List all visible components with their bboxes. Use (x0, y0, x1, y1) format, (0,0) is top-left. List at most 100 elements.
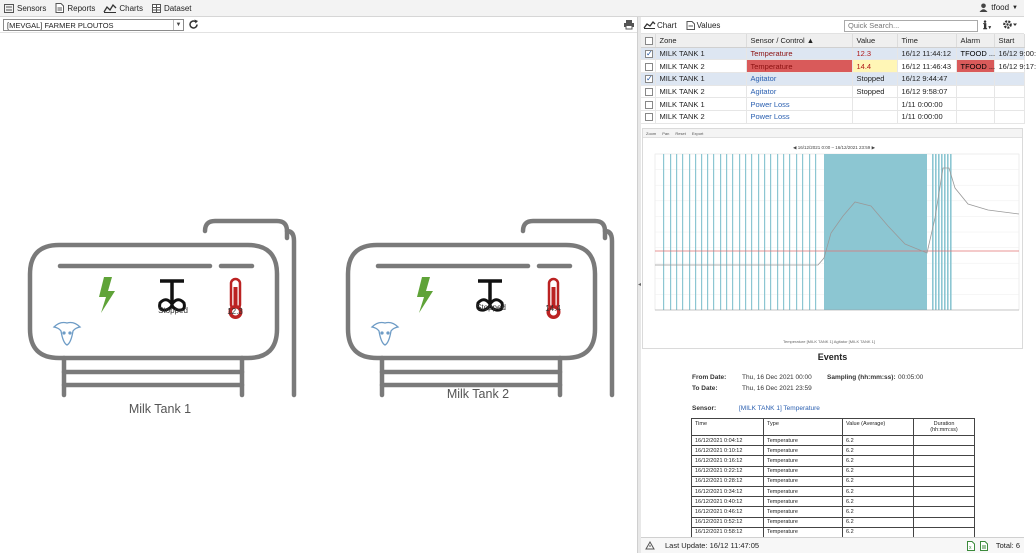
table-cell: 6.2 (842, 506, 914, 518)
column-header[interactable]: Time (897, 34, 957, 48)
menu-dataset[interactable]: Dataset (151, 3, 192, 13)
values-icon (686, 20, 695, 30)
row-checkbox-cell[interactable] (641, 110, 656, 124)
sensor-cell[interactable]: Power Loss (746, 97, 853, 111)
checkbox[interactable] (645, 113, 653, 122)
table-cell (913, 455, 975, 467)
table-cell: 16/12/2021 0:28:12 (691, 475, 764, 487)
agitator-bar (809, 154, 811, 310)
row-checkbox-cell[interactable] (641, 59, 656, 73)
checkbox[interactable] (645, 49, 653, 58)
column-header[interactable]: Sensor / Control ▲ (746, 34, 853, 48)
column-header[interactable]: Start (994, 34, 1025, 48)
sensor-cell[interactable]: Agitator (746, 72, 853, 86)
chart-button[interactable]: Chart (643, 21, 677, 30)
zone-cell: MILK TANK 1 (655, 47, 747, 61)
row-checkbox-cell[interactable] (641, 85, 656, 99)
table-cell: Temperature (763, 526, 843, 538)
tank-2-agitator-status: Stopped (476, 303, 506, 312)
agitator-bar (941, 154, 943, 310)
column-header[interactable]: Value (852, 34, 898, 48)
sensor-cell[interactable]: Temperature (746, 47, 853, 61)
pane-splitter[interactable]: ◀ (637, 17, 643, 553)
chart-date-range[interactable]: ◀ 16/12/2021 0:00 – 16/12/2021 23:59 ▶ (793, 145, 875, 151)
table-cell (913, 506, 975, 518)
events-report: Events From Date: Thu, 16 Dec 2021 00:00… (641, 349, 1024, 538)
agitator-bar (938, 154, 940, 310)
table-cell: 6.2 (842, 475, 914, 487)
chart-tool-zoom[interactable]: Zoom (646, 130, 657, 136)
site-select[interactable]: [MEVGAL] FARMER PLOUTOS ▼ (3, 19, 184, 31)
table-cell: Temperature (763, 485, 843, 498)
table-row[interactable]: MILK TANK 1 Power Loss 1/11 0:00:00 (641, 97, 1025, 111)
row-checkbox-cell[interactable] (641, 47, 656, 61)
table-row[interactable]: MILK TANK 1 Agitator Stopped 16/12 9:44:… (641, 72, 1025, 86)
table-cell: Temperature (763, 475, 843, 487)
cow-logo-icon (370, 321, 400, 346)
sensor-link[interactable]: [MILK TANK 1] Temperature (739, 405, 820, 412)
collapse-arrow-icon[interactable]: ◀ (638, 281, 643, 288)
table-cell: 6.2 (842, 485, 914, 498)
events-title: Events (817, 352, 848, 362)
table-row[interactable]: MILK TANK 1 Temperature 12.3 16/12 11:44… (641, 47, 1036, 61)
table-row[interactable]: MILK TANK 2 Agitator Stopped 16/12 9:58:… (641, 85, 1025, 99)
chart-plot[interactable] (643, 138, 1022, 349)
table-cell: 16/12/2021 0:40:12 (691, 496, 764, 508)
quick-search-input[interactable]: Quick Search... (844, 20, 978, 32)
checkbox[interactable] (645, 87, 653, 96)
checkbox[interactable] (645, 36, 653, 45)
menu-charts[interactable]: Charts (103, 3, 143, 13)
chart-tool-pan[interactable]: Pan (662, 130, 670, 136)
refresh-button[interactable] (188, 19, 199, 32)
export-excel-icon[interactable]: x (967, 541, 975, 551)
print-button[interactable] (624, 20, 634, 31)
power-icon (417, 277, 433, 313)
column-header[interactable]: Zone (655, 34, 747, 48)
start-cell (994, 72, 1025, 86)
agitator-bar (944, 154, 946, 310)
agitator-bar (707, 154, 709, 310)
chart-tool-export[interactable]: Export (691, 130, 704, 136)
chart-tool-reset[interactable]: Reset (675, 130, 686, 136)
total-count: Total: 6 (995, 541, 1020, 550)
chart-toolbar: Zoom Pan Reset Export (643, 129, 1022, 138)
sensor-cell[interactable]: Power Loss (746, 110, 853, 124)
table-cell: 6.2 (842, 496, 914, 508)
alarm-cell[interactable]: TFOOD ... (956, 59, 995, 73)
export-doc-icon[interactable] (980, 541, 988, 551)
table-row[interactable]: MILK TANK 2 Power Loss 1/11 0:00:00 (641, 110, 1025, 124)
checkbox[interactable] (645, 100, 653, 109)
menu-sensors[interactable]: Sensors (4, 3, 46, 13)
sensor-link[interactable]: Agitator (750, 86, 777, 96)
checkbox[interactable] (645, 62, 653, 71)
sensor-link[interactable]: Agitator (750, 74, 777, 84)
prev-arrow-icon[interactable]: ◀ (793, 145, 798, 150)
sensor-link[interactable]: Temperature (750, 61, 793, 71)
info-icon[interactable]: ℹ▼ (983, 20, 993, 32)
table-cell: 6.2 (842, 516, 914, 528)
site-select-bar: [MEVGAL] FARMER PLOUTOS ▼ (0, 17, 637, 33)
agitator-bar (758, 154, 760, 310)
sensor-link[interactable]: Power Loss (750, 112, 790, 122)
sensor-link[interactable]: Temperature (750, 48, 793, 58)
header-select-all[interactable] (641, 34, 656, 48)
gear-icon[interactable] (1002, 19, 1018, 32)
alarm-cell[interactable]: TFOOD ... (956, 47, 995, 61)
refresh-icon (189, 19, 198, 29)
agitator-bar (739, 154, 741, 310)
menu-reports[interactable]: Reports (55, 3, 95, 13)
row-checkbox-cell[interactable] (641, 72, 656, 86)
sampling-label: Sampling (hh:mm:ss): (827, 374, 896, 381)
user-menu[interactable]: tfood ▼ (979, 3, 1018, 12)
next-arrow-icon[interactable]: ▶ (871, 145, 876, 150)
sensor-cell[interactable]: Agitator (746, 85, 853, 99)
row-checkbox-cell[interactable] (641, 97, 656, 111)
sensor-link[interactable]: Power Loss (750, 99, 790, 109)
table-row[interactable]: MILK TANK 2 Temperature 14.4 16/12 11:46… (641, 59, 1036, 73)
values-button[interactable]: Values (686, 20, 720, 30)
checkbox[interactable] (645, 74, 653, 84)
column-header[interactable]: Alarm (956, 34, 995, 48)
sensor-cell[interactable]: Temperature (746, 59, 853, 73)
